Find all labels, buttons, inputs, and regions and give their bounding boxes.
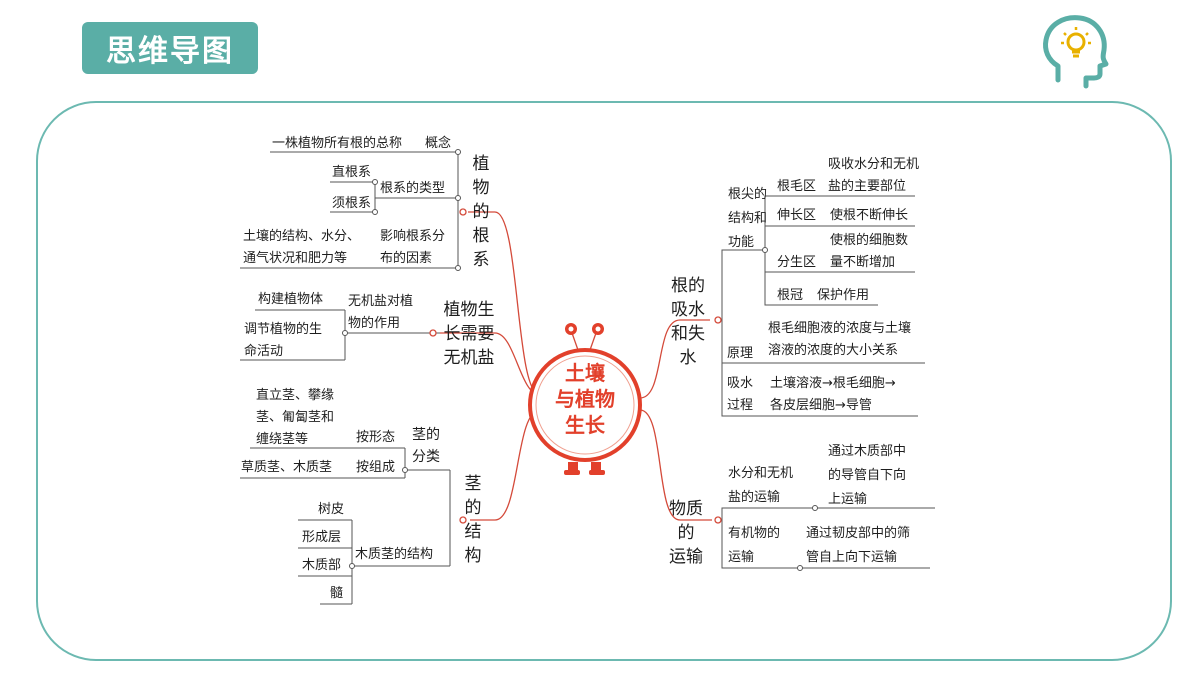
transport-item-desc: 通过木质部中 的导管自下向 上运输	[828, 440, 906, 512]
water-process-label-line: 过程	[727, 398, 754, 413]
branch-transport-title: 物质 的 运输	[664, 497, 708, 569]
stem-by-composition-label: 按组成	[356, 460, 396, 475]
stem-woody-label: 木质茎的结构	[355, 547, 434, 562]
branch-salts-title: 植物生 长需要 无机盐	[436, 298, 502, 370]
branch-transport-title-line: 物质	[669, 499, 703, 519]
stem-classify-label: 茎的 分类	[412, 424, 440, 468]
roots-type-item: 直根系	[332, 165, 372, 180]
zone-desc: 保护作用	[817, 288, 870, 303]
zone-name: 分生区	[777, 255, 817, 270]
zone-desc: 吸收水分和无机 盐的主要部位	[828, 154, 919, 198]
salts-role-label: 无机盐对植 物的作用	[348, 291, 413, 335]
stem-by-shape-label: 按形态	[356, 430, 396, 445]
stem-by-composition-text: 草质茎、木质茎	[241, 460, 333, 475]
transport-item-label: 有机物的 运输	[728, 522, 780, 570]
salts-role-item: 构建植物体	[258, 292, 324, 307]
water-process-text: 土壤溶液→根毛细胞→ 各皮层细胞→导管	[770, 373, 896, 417]
zone-name: 根毛区	[777, 179, 817, 194]
roots-factors-text: 土壤的结构、水分、 通气状况和肥力等	[243, 226, 360, 270]
stem-by-shape-text-line: 茎、匍匐茎和	[256, 410, 335, 425]
content-frame	[36, 101, 1172, 661]
branch-water-title: 根的 吸水 和失 水	[666, 274, 710, 370]
stem-classify-label-line: 分类	[412, 449, 440, 465]
stem-by-shape-text: 直立茎、攀缘 茎、匍匐茎和 缠绕茎等	[256, 385, 334, 451]
branch-salts-title-line: 植物生	[443, 300, 495, 320]
central-topic-line: 土壤	[565, 361, 605, 385]
stem-classify-label-line: 茎的	[412, 427, 440, 443]
salts-role-label-line: 物的作用	[348, 316, 401, 331]
branch-water-title-line: 根的	[671, 276, 705, 296]
roots-factors-text-line: 土壤的结构、水分、	[243, 229, 361, 244]
transport-item-desc-line: 上运输	[828, 492, 868, 507]
zone-name: 伸长区	[777, 208, 817, 223]
transport-item-label-line: 有机物的	[728, 526, 781, 541]
roots-factors-label-line: 影响根系分	[380, 229, 446, 244]
transport-item-desc-line: 的导管自下向	[828, 468, 907, 483]
salts-role-item-line: 命活动	[244, 344, 284, 359]
branch-water-title-line: 水	[679, 348, 697, 368]
transport-item-label-line: 运输	[728, 550, 755, 565]
roots-factors-text-line: 通气状况和肥力等	[243, 251, 348, 266]
stem-woody-part: 髓	[330, 586, 344, 601]
water-process-text-line: 各皮层细胞→导管	[770, 398, 872, 413]
water-principle-text-line: 溶液的浓度的大小关系	[768, 343, 899, 358]
branch-water-title-line: 吸水	[671, 300, 705, 320]
stem-woody-part: 形成层	[302, 530, 342, 545]
branch-roots-title: 植物的根系	[472, 154, 490, 270]
zone-desc: 使根的细胞数 量不断增加	[830, 230, 908, 274]
transport-item-desc-line: 通过韧皮部中的筛	[806, 526, 911, 541]
water-principle-label: 原理	[727, 346, 754, 361]
zone-desc: 使根不断伸长	[830, 208, 909, 223]
head-bulb-icon	[1043, 15, 1109, 89]
salts-role-label-line: 无机盐对植	[348, 294, 414, 309]
branch-water-title-line: 和失	[671, 324, 705, 344]
roots-types-label: 根系的类型	[380, 181, 446, 196]
salts-role-item-line: 调节植物的生	[244, 322, 323, 337]
water-tip-label-line: 根尖的	[728, 187, 768, 202]
zone-desc-line: 吸收水分和无机	[828, 157, 920, 172]
zone-name: 根冠	[777, 288, 804, 303]
stem-woody-part: 木质部	[302, 558, 342, 573]
zone-desc-line: 量不断增加	[830, 255, 896, 270]
water-process-label: 吸水 过程	[727, 373, 753, 417]
water-process-label-line: 吸水	[727, 376, 754, 391]
branch-transport-title-line: 的	[677, 523, 695, 543]
roots-concept-label: 概念	[425, 136, 452, 151]
water-principle-text: 根毛细胞液的浓度与土壤 溶液的浓度的大小关系	[768, 318, 911, 362]
transport-item-desc-line: 管自上向下运输	[806, 550, 898, 565]
water-process-text-line: 土壤溶液→根毛细胞→	[770, 376, 896, 391]
water-principle-text-line: 根毛细胞液的浓度与土壤	[768, 321, 912, 336]
transport-item-label-line: 盐的运输	[728, 490, 781, 505]
zone-desc-line: 使根的细胞数	[830, 233, 909, 248]
water-tip-label: 根尖的 结构和 功能	[728, 183, 767, 255]
transport-item-desc: 通过韧皮部中的筛 管自上向下运输	[806, 522, 910, 570]
branch-salts-title-line: 无机盐	[443, 348, 495, 368]
roots-concept-text: 一株植物所有根的总称	[272, 136, 403, 151]
salts-role-item: 调节植物的生 命活动	[244, 319, 322, 363]
transport-item-label-line: 水分和无机	[728, 466, 794, 481]
zone-desc-line: 盐的主要部位	[828, 179, 907, 194]
branch-transport-title-line: 运输	[669, 547, 703, 567]
roots-type-item: 须根系	[332, 196, 372, 211]
branch-salts-title-line: 长需要	[443, 324, 495, 344]
stem-by-shape-text-line: 直立茎、攀缘	[256, 388, 335, 403]
roots-factors-label-line: 布的因素	[380, 251, 433, 266]
water-tip-label-line: 结构和	[728, 211, 768, 226]
page-title: 思维导图	[82, 22, 258, 74]
central-topic: 土壤 与植物 生长	[545, 360, 625, 438]
roots-factors-label: 影响根系分 布的因素	[380, 226, 445, 270]
stem-woody-part: 树皮	[318, 502, 345, 517]
transport-item-desc-line: 通过木质部中	[828, 444, 907, 459]
branch-stem-title: 茎的结构	[464, 474, 482, 566]
central-topic-line: 生长	[565, 413, 605, 437]
central-topic-line: 与植物	[555, 387, 615, 411]
water-tip-label-line: 功能	[728, 235, 755, 250]
stem-by-shape-text-line: 缠绕茎等	[256, 432, 309, 447]
transport-item-label: 水分和无机 盐的运输	[728, 462, 793, 510]
